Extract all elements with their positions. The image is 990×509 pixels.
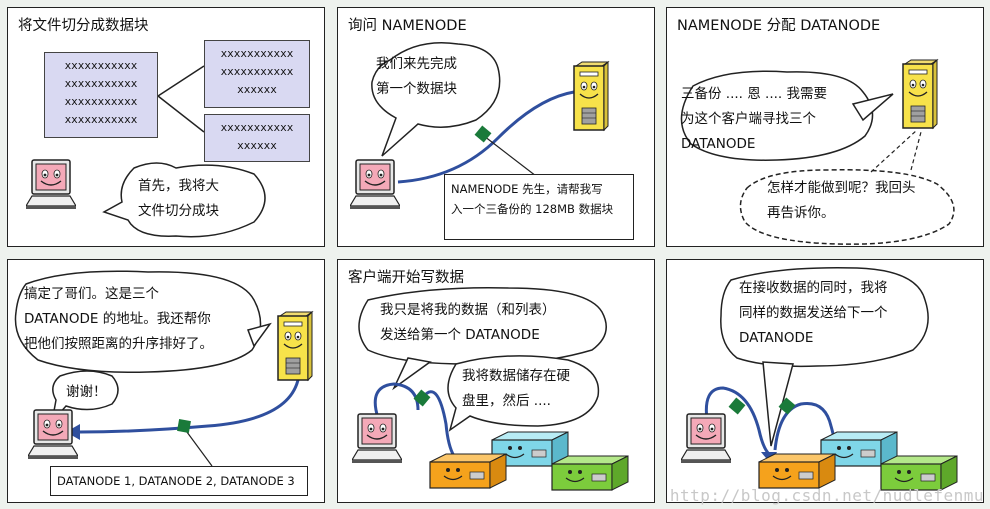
- panel-title: 客户端开始写数据: [348, 270, 464, 286]
- speech-bubble: 我只是将我的数据（和列表） 发送给第一个 DATANODE: [380, 302, 556, 343]
- datanode-list-note: DATANODE 1, DATANODE 2, DATANODE 3: [50, 466, 308, 496]
- client-laptop-icon: [352, 412, 402, 474]
- file-line: xxxxxxxxxxx: [64, 77, 138, 90]
- file-document-large: xxxxxxxxxxx xxxxxxxxxxx xxxxxxxxxxx xxxx…: [44, 52, 158, 138]
- watermark: http://blog.csdn.net/nudlefenmu: [669, 486, 984, 505]
- file-line: xxxxxxxxxxx: [64, 59, 138, 72]
- panel-datanode-list: 搞定了哥们。这是三个 DATANODE 的地址。我还帮你 把他们按照距离的升序排…: [7, 259, 325, 503]
- datanode-speech-bubble: 我将数据储存在硬 盘里，然后 ....: [462, 368, 570, 409]
- client-laptop-icon: [28, 408, 78, 470]
- panel-art: [680, 70, 955, 245]
- panel-client-write: 客户端开始写数据 我只是将我的数据（和列表） 发送给第一个 DATANODE 我…: [337, 259, 655, 503]
- panel-split-file: 将文件切分成数据块 xxxxxxxxxxx xxxxxxxxxxx xxxxxx…: [7, 7, 325, 247]
- panel-art: [14, 270, 300, 467]
- namenode-server-icon: [899, 58, 941, 134]
- panel-title: NAMENODE 分配 DATANODE: [677, 18, 881, 34]
- namenode-server-icon: [570, 60, 612, 136]
- panel-art: [102, 65, 266, 238]
- speech-bubble: 首先，我将大 文件切分成块: [138, 178, 219, 219]
- client-laptop-icon: [350, 158, 400, 220]
- panel-ask-namenode: 询问 NAMENODE 我们来先完成 第一个数据块 NAMENODE 先生，请帮…: [337, 7, 655, 247]
- request-note: NAMENODE 先生，请帮我写 入一个三备份的 128MB 数据块: [444, 174, 634, 240]
- file-line: xxxxxxxxxxx: [220, 121, 294, 134]
- file-line: xxxxxx: [237, 83, 277, 96]
- namenode-server-icon: [274, 310, 316, 386]
- panel-title: 询问 NAMENODE: [348, 18, 467, 34]
- file-line: xxxxxxxxxxx: [220, 47, 294, 60]
- speech-bubble: 三备份 .... 恩 .... 我需要 为这个客户端寻找三个 DATANODE: [681, 86, 827, 152]
- panel-art: [704, 267, 929, 464]
- panel-title: 将文件切分成数据块: [18, 18, 149, 34]
- file-block-1: xxxxxxxxxxx xxxxxxxxxxx xxxxxx: [204, 40, 310, 108]
- panel-art: [371, 41, 588, 184]
- thanks-bubble: 谢谢！: [66, 384, 107, 400]
- speech-bubble: 搞定了哥们。这是三个 DATANODE 的地址。我还帮你 把他们按照距离的升序排…: [24, 286, 213, 352]
- thought-bubble: 怎样才能做到呢？我回头 再告诉你。: [767, 180, 916, 221]
- panel-allocate-datanode: NAMENODE 分配 DATANODE 三备份 .... 恩 .... 我需要…: [666, 7, 984, 247]
- datanode-orange-icon: [426, 450, 510, 494]
- file-line: xxxxxxxxxxx: [220, 65, 294, 78]
- panel-art: [358, 287, 607, 466]
- file-line: xxxxxx: [237, 139, 277, 152]
- file-line: xxxxxxxxxxx: [64, 113, 138, 126]
- file-line: xxxxxxxxxxx: [64, 95, 138, 108]
- file-block-2: xxxxxxxxxxx xxxxxx: [204, 114, 310, 162]
- panel-pipeline: 在接收数据的同时，我将 同样的数据发送给下一个 DATANODE: [666, 259, 984, 503]
- client-laptop-icon: [26, 158, 76, 220]
- client-laptop-icon: [681, 412, 731, 474]
- datanode-green-icon: [548, 452, 632, 496]
- speech-bubble: 我们来先完成 第一个数据块: [376, 56, 457, 97]
- speech-bubble: 在接收数据的同时，我将 同样的数据发送给下一个 DATANODE: [739, 280, 888, 346]
